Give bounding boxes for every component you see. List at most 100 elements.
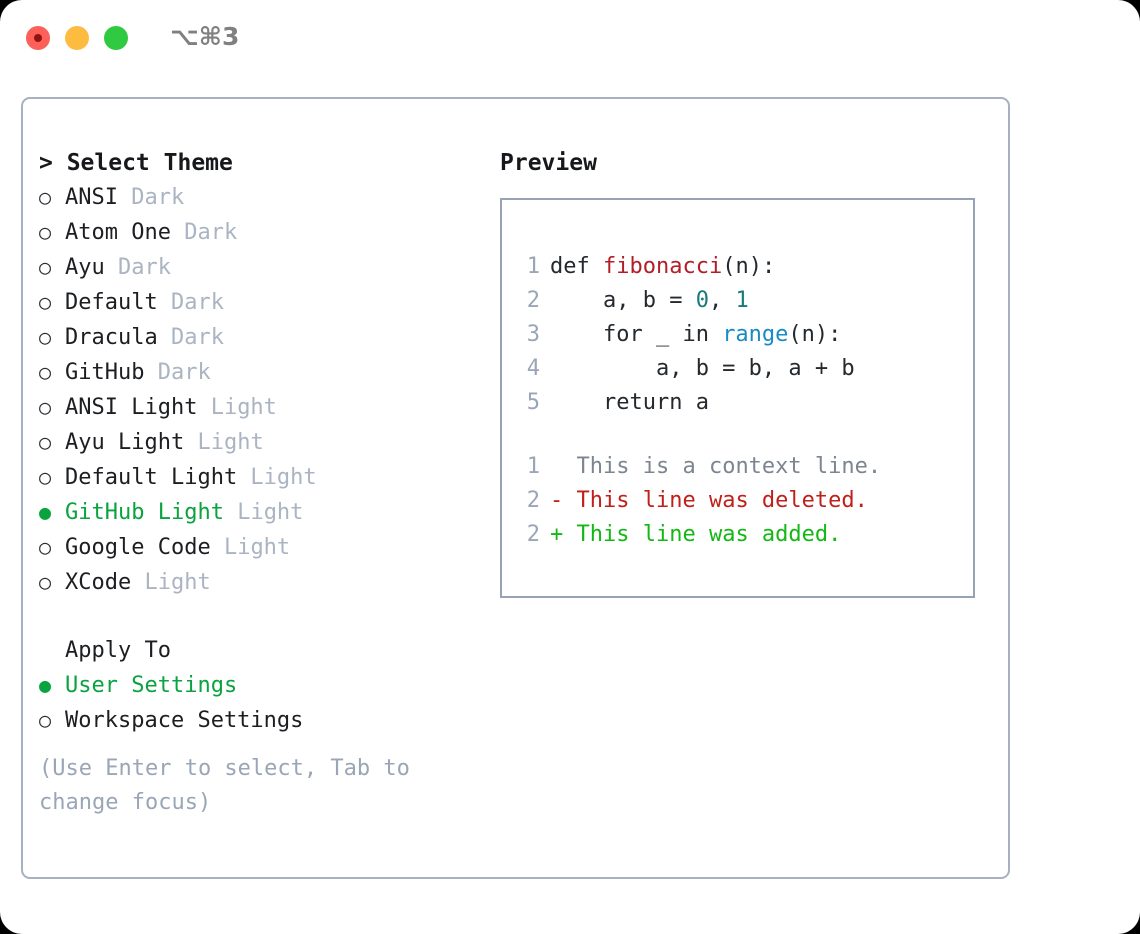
code-token: def [550, 254, 603, 279]
code-token: a, b = [550, 288, 696, 313]
code-token: 1 [735, 288, 749, 313]
theme-variant-badge: Dark [144, 360, 211, 385]
main-panel: > Select Theme ○ANSI Dark○Atom One Dark○… [21, 97, 1010, 879]
theme-option-ansi-light[interactable]: ○ANSI Light Light [39, 390, 479, 425]
line-number: 2 [526, 522, 540, 547]
line-number: 4 [526, 356, 540, 381]
theme-option-label: GitHub [65, 360, 145, 385]
theme-option-ayu-light[interactable]: ○ Ayu Light Light [39, 425, 479, 460]
code-line: 5 return a [514, 386, 973, 420]
radio-unselected-icon[interactable]: ○ [39, 570, 52, 594]
diff-marker [550, 450, 577, 484]
line-number: 1 [526, 454, 540, 479]
radio-unselected-icon[interactable]: ○ [39, 325, 52, 349]
theme-variant-badge: Light [210, 535, 291, 560]
keyboard-shortcut-label: ⌥⌘3 [170, 22, 240, 51]
theme-option-default-light[interactable]: ○ Default Light Light [39, 460, 479, 495]
preview-title: Preview [500, 150, 597, 176]
radio-unselected-icon[interactable]: ○ [39, 185, 52, 209]
radio-unselected-icon[interactable]: ○ [39, 465, 52, 489]
diff-text: This line was deleted. [576, 488, 868, 513]
maximize-button[interactable] [104, 26, 128, 50]
radio-unselected-icon[interactable]: ○ [39, 430, 52, 454]
theme-variant-badge: Dark [117, 185, 185, 210]
line-number: 2 [526, 488, 540, 513]
diff-line: 2+ This line was added. [514, 518, 973, 552]
theme-option-label: ANSI [65, 185, 118, 210]
theme-option-xcode[interactable]: ○ XCode Light [39, 565, 479, 600]
radio-selected-icon[interactable]: ● [39, 673, 52, 697]
code-token: fibonacci [602, 254, 723, 279]
radio-unselected-icon[interactable]: ○ [39, 290, 52, 314]
theme-option-github-light[interactable]: ●GitHub Light Light [39, 495, 479, 530]
theme-option-google-code[interactable]: ○ Google Code Light [39, 530, 479, 565]
diff-line: 2- This line was deleted. [514, 484, 973, 518]
theme-variant-badge: Light [197, 395, 277, 420]
code-token: for _ in [550, 322, 723, 347]
theme-option-label: XCode [65, 570, 132, 595]
apply-to-option-label: Workspace Settings [65, 708, 304, 733]
theme-option-dracula[interactable]: ○Dracula Dark [39, 320, 479, 355]
theme-list: ○ANSI Dark○Atom One Dark○Ayu Dark○Defaul… [39, 180, 479, 600]
apply-to-option-label: User Settings [65, 673, 238, 698]
theme-option-label: Ayu Light [65, 430, 185, 455]
radio-unselected-icon[interactable]: ○ [39, 535, 52, 559]
theme-option-label: Google Code [65, 535, 211, 560]
select-theme-header: > Select Theme [39, 150, 233, 176]
apply-to-option-workspace-settings[interactable]: ○ Workspace Settings [39, 703, 479, 738]
diff-line: 1 This is a context line. [514, 450, 973, 484]
theme-option-ayu[interactable]: ○Ayu Dark [39, 250, 479, 285]
apply-to-header-row: Apply To [39, 634, 479, 668]
theme-option-atom-one[interactable]: ○ Atom One Dark [39, 215, 479, 250]
window-controls [26, 26, 128, 50]
radio-selected-icon[interactable]: ● [39, 500, 52, 524]
close-button[interactable] [26, 26, 50, 50]
apply-to-header: Apply To [65, 638, 171, 663]
code-token: (n): [788, 322, 842, 347]
theme-option-ansi[interactable]: ○ ANSI Dark [39, 180, 479, 215]
code-token: return a [550, 390, 709, 415]
theme-option-label: Atom One [65, 220, 171, 245]
theme-variant-badge: Light [184, 430, 264, 455]
diff-sample: 1 This is a context line.2- This line wa… [514, 450, 973, 552]
code-token: , [708, 288, 736, 313]
theme-variant-badge: Light [131, 570, 211, 595]
theme-variant-badge: Dark [157, 290, 224, 315]
diff-marker: - [550, 488, 577, 513]
code-token: a, b = b, a + b [550, 356, 855, 381]
theme-picker-column: > Select Theme ○ANSI Dark○Atom One Dark○… [39, 146, 479, 820]
radio-unselected-icon[interactable]: ○ [39, 220, 52, 244]
theme-variant-badge: Light [237, 465, 317, 490]
diff-text: This is a context line. [576, 454, 882, 479]
keyboard-hint: (Use Enter to select, Tab to change focu… [39, 756, 410, 815]
apply-to-list: ● User Settings ○ Workspace Settings [39, 668, 479, 738]
theme-option-label: Default [65, 290, 158, 315]
line-number: 5 [526, 390, 540, 415]
theme-option-default[interactable]: ○ Default Dark [39, 285, 479, 320]
diff-gap [514, 420, 973, 450]
code-line: 3 for _ in range(n): [514, 318, 973, 352]
line-number: 3 [526, 322, 540, 347]
theme-option-label: Default Light [65, 465, 238, 490]
theme-option-github[interactable]: ○ GitHub Dark [39, 355, 479, 390]
radio-unselected-icon[interactable]: ○ [39, 255, 52, 279]
code-line: 4 a, b = b, a + b [514, 352, 973, 386]
line-number: 2 [526, 288, 540, 313]
diff-marker: + [550, 522, 577, 547]
code-line: 2 a, b = 0, 1 [514, 284, 973, 318]
apply-to-option-user-settings[interactable]: ● User Settings [39, 668, 479, 703]
theme-option-label: Dracula [65, 325, 158, 350]
code-token: 0 [695, 288, 709, 313]
radio-unselected-icon[interactable]: ○ [39, 708, 52, 732]
title-bar: ⌥⌘3 [0, 0, 1140, 78]
theme-variant-badge: Light [223, 500, 304, 525]
radio-unselected-icon[interactable]: ○ [39, 395, 52, 419]
theme-variant-badge: Dark [104, 255, 171, 280]
minimize-button[interactable] [65, 26, 89, 50]
line-number: 1 [526, 254, 540, 279]
radio-unselected-icon[interactable]: ○ [39, 360, 52, 384]
theme-variant-badge: Dark [170, 220, 238, 245]
